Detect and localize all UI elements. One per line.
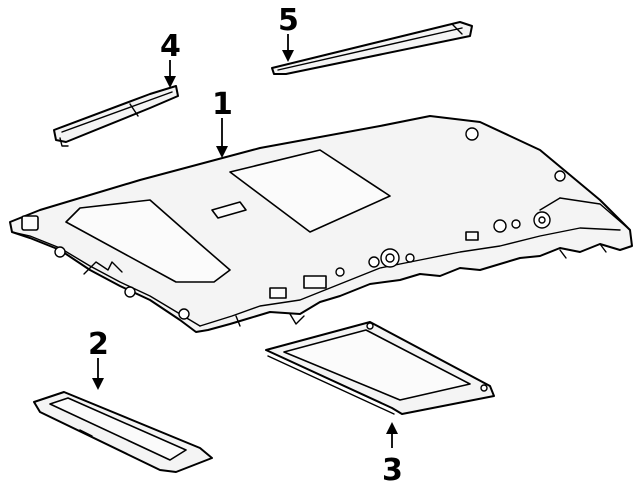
callout-leaders	[92, 34, 398, 448]
part-1-headliner	[9, 115, 633, 333]
callout-2-label: 2	[88, 327, 109, 362]
part-5-roof-rail	[271, 21, 473, 75]
callout-4-label: 4	[160, 29, 181, 64]
part-2-window-frame	[33, 391, 213, 473]
callout-5-label: 5	[278, 3, 299, 38]
callout-3-label: 3	[382, 453, 403, 488]
callout-1-label: 1	[212, 87, 233, 122]
part-4-bracket	[53, 85, 179, 147]
part-3-sunroof-frame	[265, 321, 495, 415]
